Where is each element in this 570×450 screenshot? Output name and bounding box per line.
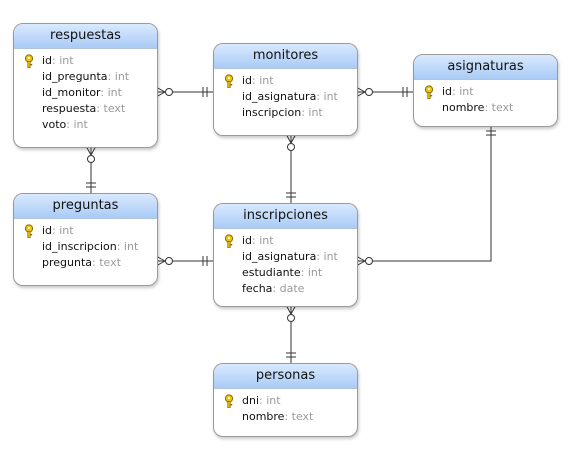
attribute-row: nombre: text [242,409,357,425]
attribute-name: nombre [242,410,285,423]
attribute-type: : int [316,90,338,103]
attribute-row: inscripcion: int [242,105,357,121]
optional-circle-marker [165,88,173,96]
attribute-type: : text [284,410,314,423]
attribute-type: : text [484,101,514,114]
attribute-type: : int [66,118,88,131]
entity-title: monitores [214,44,357,69]
attribute-name: id_pregunta [42,70,108,83]
entity-title: personas [214,364,357,389]
attribute-row: id_asignatura: int [242,89,357,105]
attribute-name: id [42,224,53,237]
attribute-type: : int [52,54,74,67]
attribute-type: : date [272,282,305,295]
attribute-row: id: int [24,53,157,69]
attribute-name: pregunta [42,256,93,269]
attribute-name: id_monitor [42,86,101,99]
key-icon [222,74,236,88]
optional-circle-marker [87,155,95,163]
relation-line [356,125,492,262]
attribute-name: id_asignatura [242,90,317,103]
attribute-name: id [242,234,253,247]
attribute-row: voto: int [42,117,157,133]
key-icon [222,394,236,408]
attribute-row: fecha: date [242,281,357,297]
attribute-type: : int [116,240,139,253]
attribute-name: inscripcion [242,106,302,119]
attribute-row: id_pregunta: int [42,69,157,85]
attribute-type: : text [92,256,121,269]
attribute-name: id [42,54,53,67]
key-icon [222,234,236,248]
attribute-type: : int [100,86,122,99]
attribute-row: id: int [424,84,557,100]
entity-title: preguntas [14,194,157,219]
attribute-type: : int [252,234,274,247]
attribute-name: estudiante [242,266,301,279]
attribute-name: id [242,74,253,87]
attribute-type: : int [107,70,130,83]
attribute-row: pregunta: text [42,255,157,271]
attribute-name: respuesta [42,102,97,115]
attribute-row: estudiante: int [242,265,357,281]
attribute-row: respuesta: text [42,101,157,117]
attribute-type: : int [52,224,74,237]
attribute-row: dni: int [224,393,357,409]
attribute-type: : int [300,266,323,279]
optional-circle-marker [287,314,295,322]
attribute-type: : int [452,85,474,98]
attribute-row: id_monitor: int [42,85,157,101]
key-icon [22,224,36,238]
attribute-name: voto [42,118,67,131]
attribute-name: fecha [242,282,273,295]
attribute-type: : int [316,250,338,263]
attribute-name: id_inscripcion [42,240,117,253]
key-icon [22,54,36,68]
attribute-row: id_inscripcion: int [42,239,157,255]
attribute-type: : text [96,102,126,115]
optional-circle-marker [365,88,373,96]
attribute-type: : int [301,106,323,119]
optional-circle-marker [165,257,173,265]
attribute-row: id_asignatura: int [242,249,357,265]
optional-circle-marker [365,257,373,265]
attribute-name: id_asignatura [242,250,317,263]
entity-title: asignaturas [414,55,557,80]
attribute-name: id [442,85,453,98]
entity-title: inscripciones [214,204,357,229]
attribute-name: nombre [442,101,485,114]
entity-title: respuestas [14,24,157,49]
attribute-type: : int [252,74,274,87]
attribute-row: id: int [24,223,157,239]
attribute-row: id: int [224,73,357,89]
attribute-row: id: int [224,233,357,249]
key-icon [422,85,436,99]
attribute-name: dni [242,394,260,407]
attribute-row: nombre: text [442,100,557,116]
attribute-type: : int [259,394,281,407]
optional-circle-marker [287,143,295,151]
